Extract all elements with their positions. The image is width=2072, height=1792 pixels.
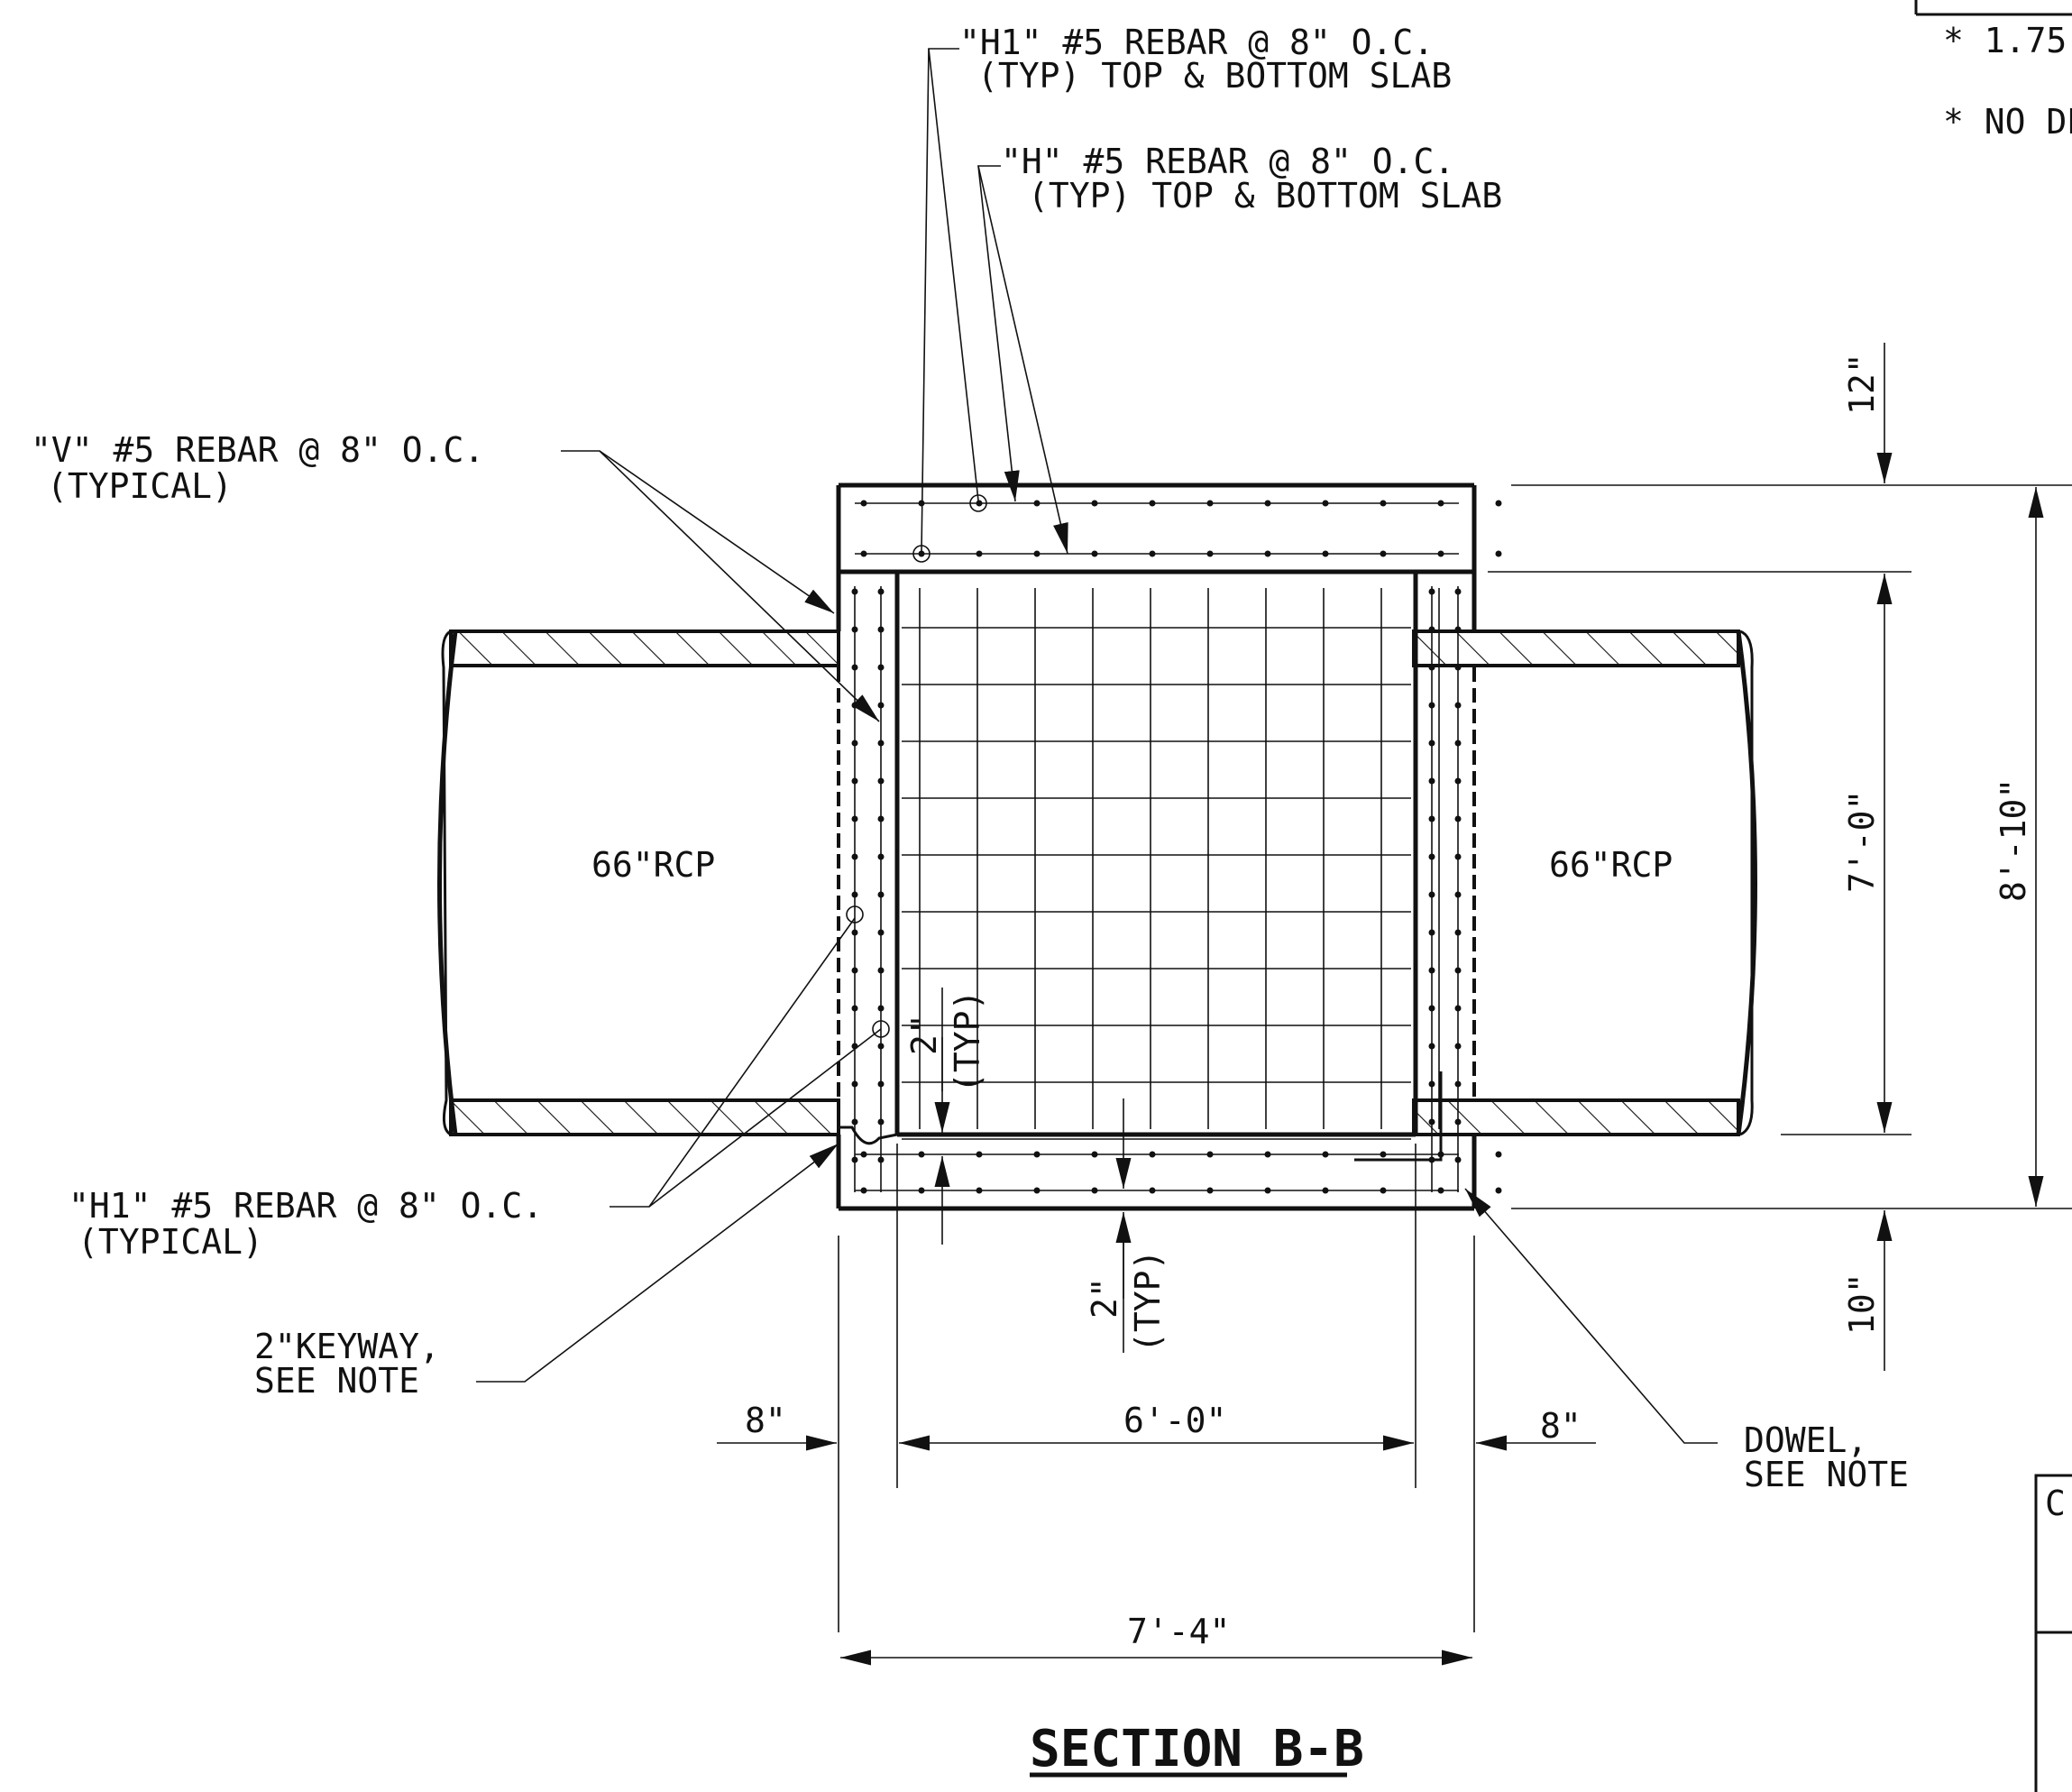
label-v-line2: (TYPICAL) [47,466,233,506]
table-head: C [2045,1484,2066,1523]
dim-inside-height: 7'-0" [1842,790,1882,893]
label-h-top-line2: (TYP) TOP & BOTTOM SLAB [1028,176,1502,216]
label-dowel-line2: SEE NOTE [1744,1455,1909,1494]
dim-cover-wall-typ: (TYP) [948,990,987,1093]
notes-area: * 1.75 * NO DE C [1914,0,2072,1792]
label-h1-top-line1: "H1" #5 REBAR @ 8" O.C. [959,23,1434,62]
dim-wall-right: 8" [1540,1406,1582,1446]
box-culvert [836,482,1477,1211]
dim-inside-width: 6'-0" [1123,1401,1226,1440]
pipe-left [437,629,840,1136]
leader-lines [476,48,1718,1444]
dim-cover-slab-value: 2" [1085,1277,1124,1319]
rebar [846,494,1502,1194]
label-keyway-line1: 2"KEYWAY, [254,1327,440,1366]
dimension-lines [717,343,2072,1666]
dim-cover-wall-value: 2" [904,1014,944,1055]
dim-cover-slab-typ: (TYP) [1128,1250,1168,1353]
label-dowel-line1: DOWEL, [1744,1420,1867,1460]
interior-grid [902,588,1440,1140]
label-h1-top-line2: (TYP) TOP & BOTTOM SLAB [977,56,1452,96]
label-pipe-left: 66"RCP [591,845,715,885]
dim-bottom-slab: 10" [1842,1273,1882,1335]
callouts: "H1" #5 REBAR @ 8" O.C. (TYP) TOP & BOTT… [31,23,2033,1651]
note-2: * NO DE [1943,102,2072,142]
dim-total-height: 8'-10" [1994,778,2033,902]
section-title: SECTION B-B [1030,1720,1364,1778]
dim-total-width: 7'-4" [1127,1612,1230,1651]
dim-top-slab: 12" [1842,353,1882,415]
label-keyway-line2: SEE NOTE [254,1361,419,1401]
label-h1-bottom-line1: "H1" #5 REBAR @ 8" O.C. [69,1186,543,1226]
table-frame [2034,1474,2072,1792]
label-pipe-right: 66"RCP [1549,845,1673,885]
label-h1-bottom-line2: (TYPICAL) [78,1222,263,1262]
dim-wall-left: 8" [745,1401,786,1440]
note-1: * 1.75 [1943,21,2067,60]
label-v-line1: "V" #5 REBAR @ 8" O.C. [31,430,484,470]
label-h-top-line1: "H" #5 REBAR @ 8" O.C. [1001,142,1454,181]
